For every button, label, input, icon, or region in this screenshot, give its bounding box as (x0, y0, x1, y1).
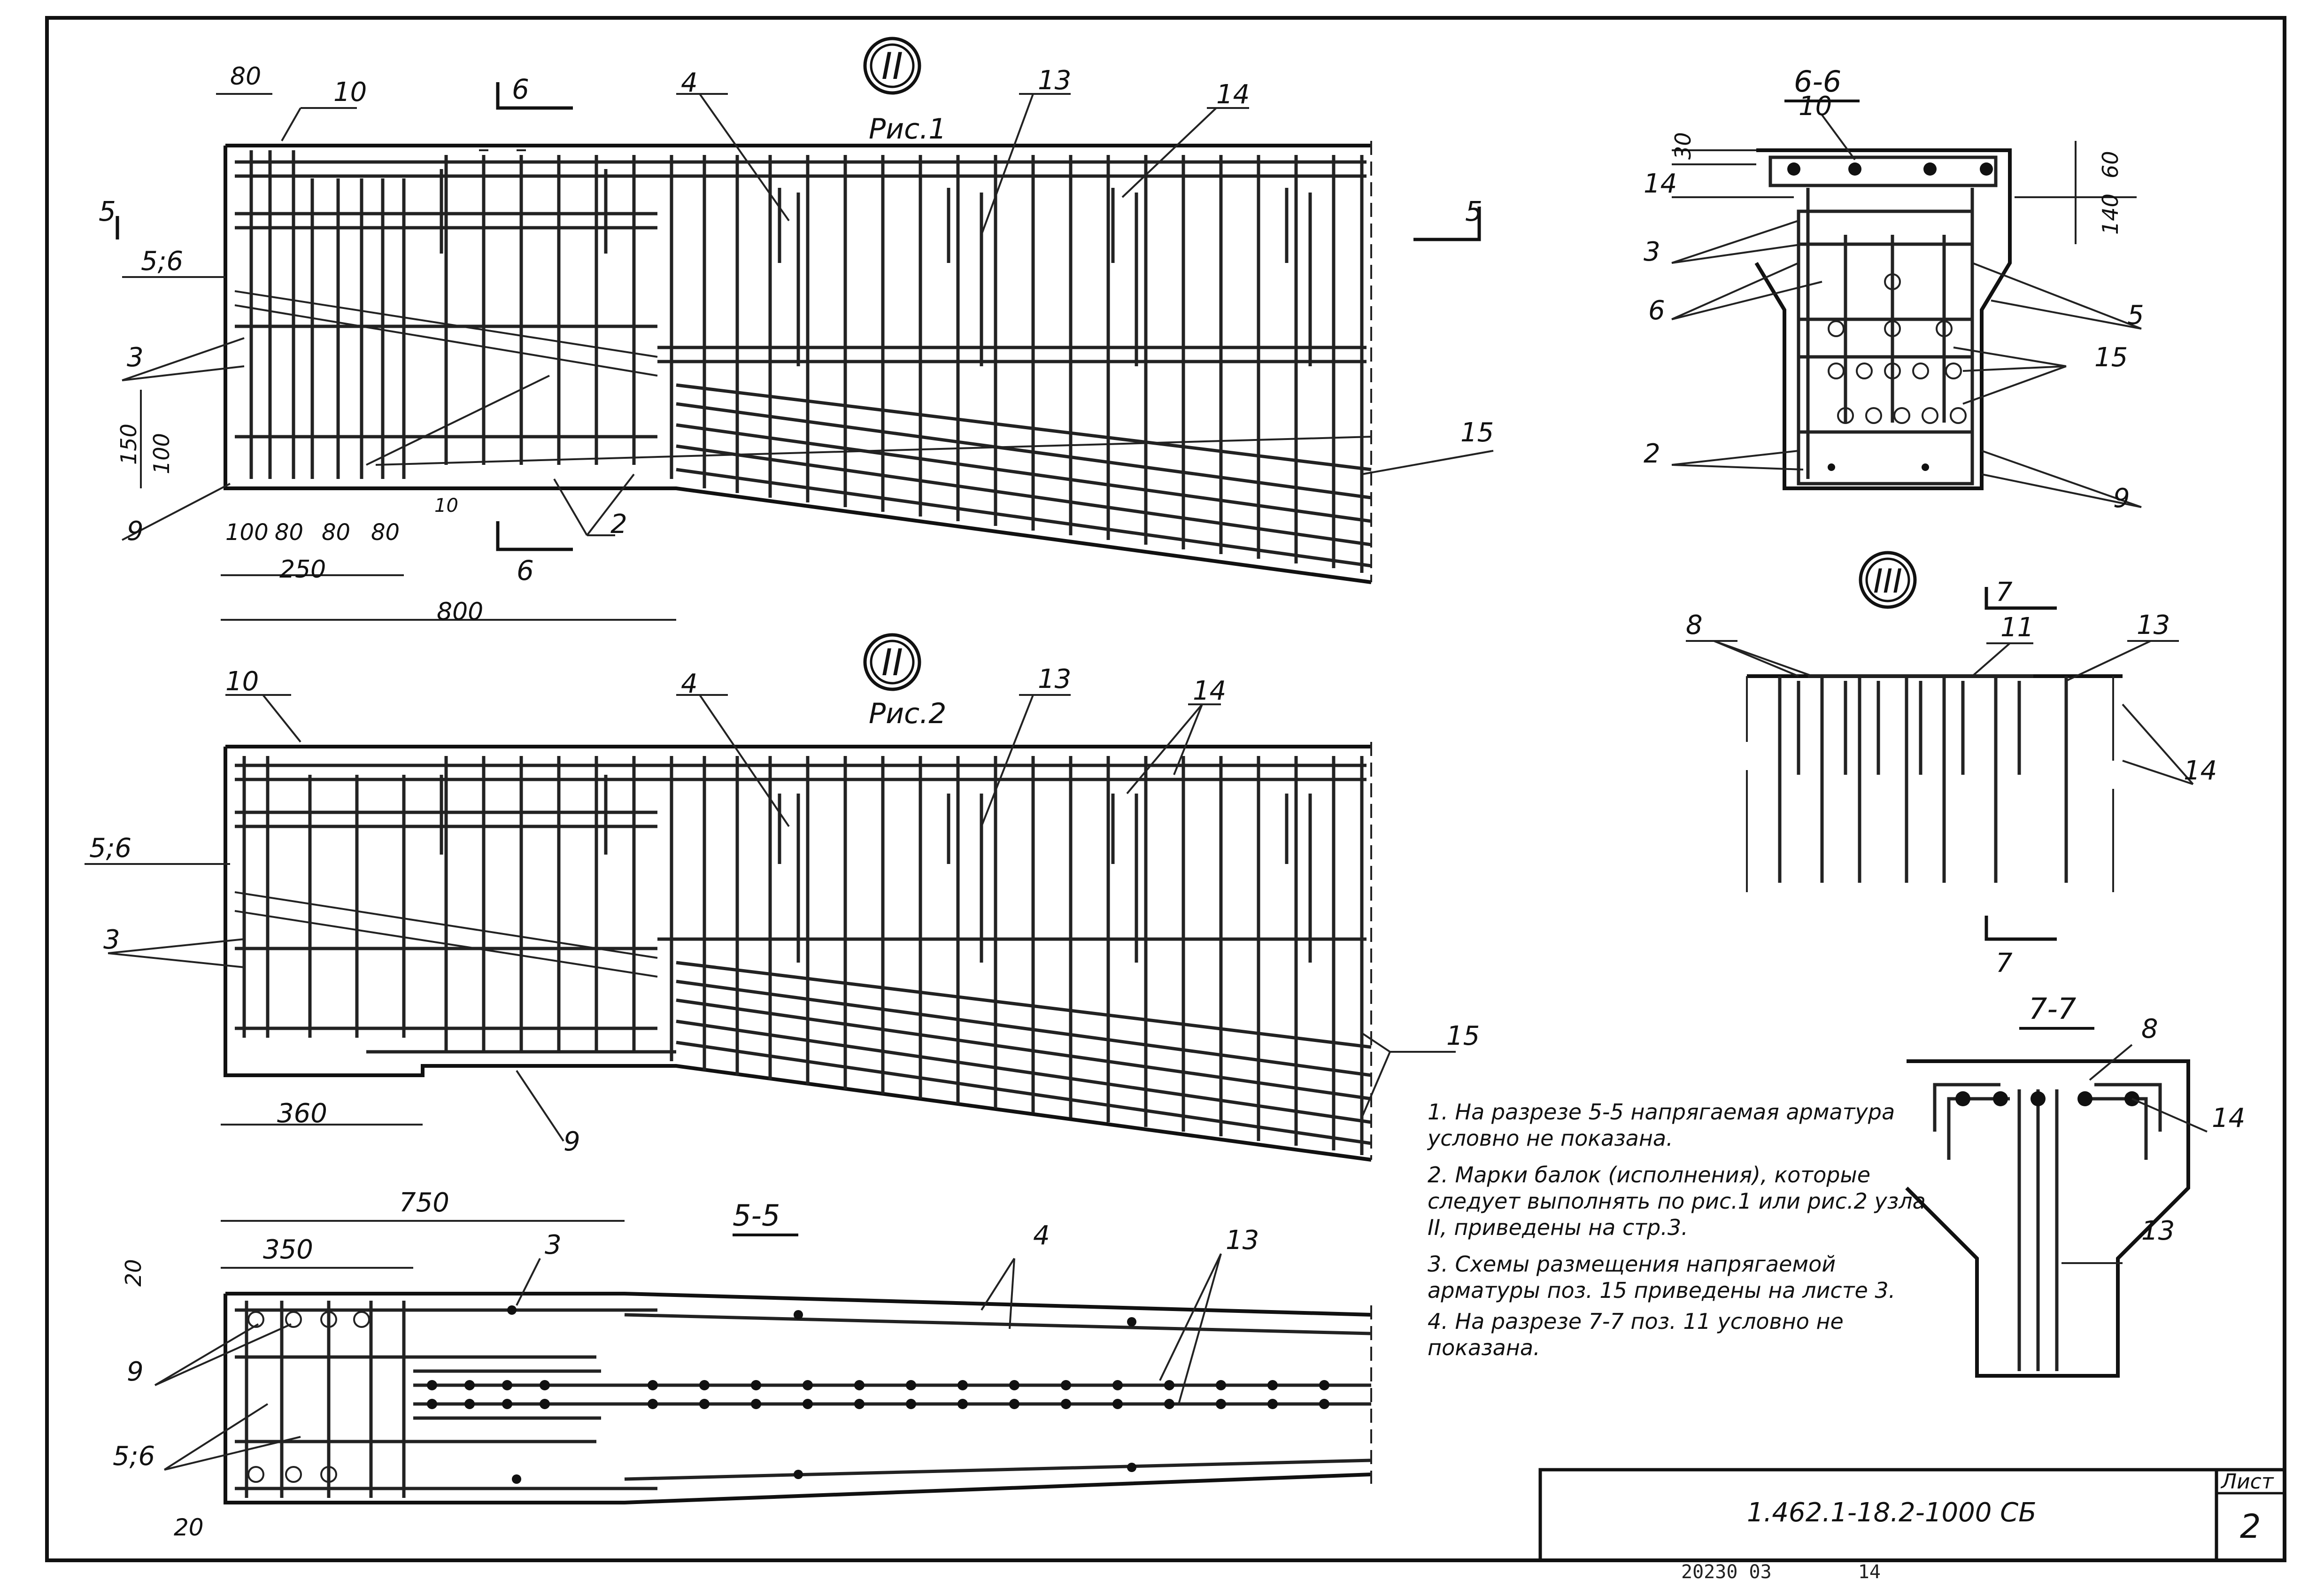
callout-4: 4 (681, 68, 698, 98)
note-3: 3. Схемы размещения напрягаемой арматуры… (1428, 1251, 1896, 1303)
fig-label: Рис.1 (869, 113, 946, 146)
note-4: 4. На разрезе 7-7 поз. 11 условно не пок… (1428, 1309, 1844, 1360)
callout-15: 15 (2094, 342, 2128, 373)
callout-15: 15 (1460, 417, 1494, 448)
section-mark-7-bottom: 7 (1996, 948, 2013, 979)
section-5-5-view: 5-5 (113, 1188, 1372, 1541)
title-block: 1.462.1-18.2-1000 СБ Лист 2 (1538, 1468, 2285, 1560)
callout-13: 13 (1038, 65, 1071, 96)
callout-14: 14 (1644, 169, 1677, 199)
section-mark-5-right: 5 (1465, 195, 1482, 227)
section-title: 7-7 (2029, 992, 2076, 1026)
dim-60: 60 (2098, 151, 2123, 178)
callout-9: 9 (127, 1357, 144, 1387)
fig-label: Рис.2 (869, 697, 946, 730)
callout-5: 5 (2127, 300, 2144, 331)
dim-30: 30 (1670, 132, 1696, 160)
node-mark-circle (863, 37, 921, 95)
notes-block: 1. На разрезе 5-5 напрягаемая арматура у… (1428, 1099, 1944, 1361)
callout-5-6: 5;6 (89, 833, 131, 864)
section-mark-5-left: 5 (99, 195, 116, 227)
node2-fig1-view: II Рис.1 (99, 37, 1494, 626)
callout-14: 14 (2184, 756, 2217, 786)
note-2: 2. Марки балок (исполнения), которые сле… (1428, 1162, 1926, 1240)
drawing-designation: 1.462.1-18.2-1000 СБ (1747, 1497, 2037, 1528)
callout-14: 14 (1216, 79, 1250, 110)
section-title: 6-6 (1794, 64, 1841, 99)
callout-5-6: 5;6 (141, 246, 183, 277)
section-mark-6-top: 6 (512, 73, 529, 105)
callout-9: 9 (127, 516, 144, 547)
node-mark-label: II (881, 46, 903, 88)
dim-80-a: 80 (275, 519, 303, 546)
dim-80-c: 80 (371, 519, 400, 546)
callout-5-6: 5;6 (113, 1441, 155, 1472)
callout-13: 13 (2137, 610, 2170, 640)
callout-3: 3 (127, 342, 144, 373)
section-mark-7-top: 7 (1996, 577, 2013, 608)
section-7-7-view: 7-7 8 14 13 (1905, 992, 2245, 1378)
callout-13: 13 (2141, 1216, 2175, 1246)
dim-350: 350 (263, 1234, 313, 1265)
page-number: 14 (1858, 1561, 1881, 1581)
section-6-6-view: 6-6 30 60 140 (1644, 64, 2144, 514)
dim-150: 150 (116, 424, 141, 465)
dim-80-b: 80 (322, 519, 350, 546)
note-1: 1. На разрезе 5-5 напрягаемая арматура у… (1428, 1099, 1895, 1151)
dim-100: 100 (225, 519, 269, 546)
callout-10: 10 (225, 666, 259, 697)
callout-14: 14 (2212, 1103, 2245, 1134)
node-mark-circle-inner (870, 43, 915, 88)
callout-8: 8 (1686, 610, 1703, 640)
dim-250: 250 (279, 555, 326, 584)
sheet-number: 2 (2240, 1507, 2261, 1546)
sheet-frame (45, 16, 2286, 1562)
callout-6: 6 (1648, 295, 1665, 326)
node3-view: III 7 7 8 (1686, 551, 2217, 979)
dim-140: 140 (2098, 193, 2123, 235)
sheet-label: Лист (2220, 1470, 2274, 1494)
callout-3: 3 (103, 925, 120, 955)
callout-2: 2 (1644, 439, 1660, 469)
callout-10: 10 (333, 77, 367, 108)
dim-10: 10 (434, 495, 458, 517)
footer-stamp: 20230 03 14 (1681, 1561, 1881, 1581)
callout-14: 14 (1193, 676, 1226, 706)
callout-9: 9 (564, 1126, 580, 1157)
callout-11: 11 (2000, 612, 2034, 643)
dim-750: 750 (399, 1188, 449, 1218)
dim-100-vert: 100 (149, 433, 174, 474)
dim-20-top: 20 (121, 1259, 146, 1287)
callout-10: 10 (1799, 91, 1832, 122)
node-mark-label: II (881, 642, 903, 684)
section-mark-6-bottom: 6 (517, 555, 534, 586)
dim-800: 800 (437, 598, 483, 626)
archive-number: 20230 03 (1681, 1561, 1772, 1581)
callout-9: 9 (2113, 483, 2130, 514)
callout-3: 3 (545, 1230, 562, 1260)
node-mark-label: III (1873, 562, 1902, 601)
callout-13: 13 (1038, 664, 1071, 694)
callout-3: 3 (1644, 237, 1660, 267)
dim-80-top: 80 (230, 62, 261, 91)
callout-4: 4 (681, 669, 698, 699)
dim-360: 360 (277, 1098, 327, 1129)
callout-8: 8 (2141, 1014, 2158, 1044)
callout-15: 15 (1446, 1021, 1480, 1051)
callout-4: 4 (1033, 1220, 1050, 1251)
section-title: 5-5 (733, 1198, 780, 1233)
dim-20-bottom: 20 (174, 1514, 204, 1541)
node2-fig2-view: II Рис.2 (85, 633, 1480, 1162)
callout-13: 13 (1226, 1225, 1259, 1256)
callout-2: 2 (610, 509, 627, 540)
